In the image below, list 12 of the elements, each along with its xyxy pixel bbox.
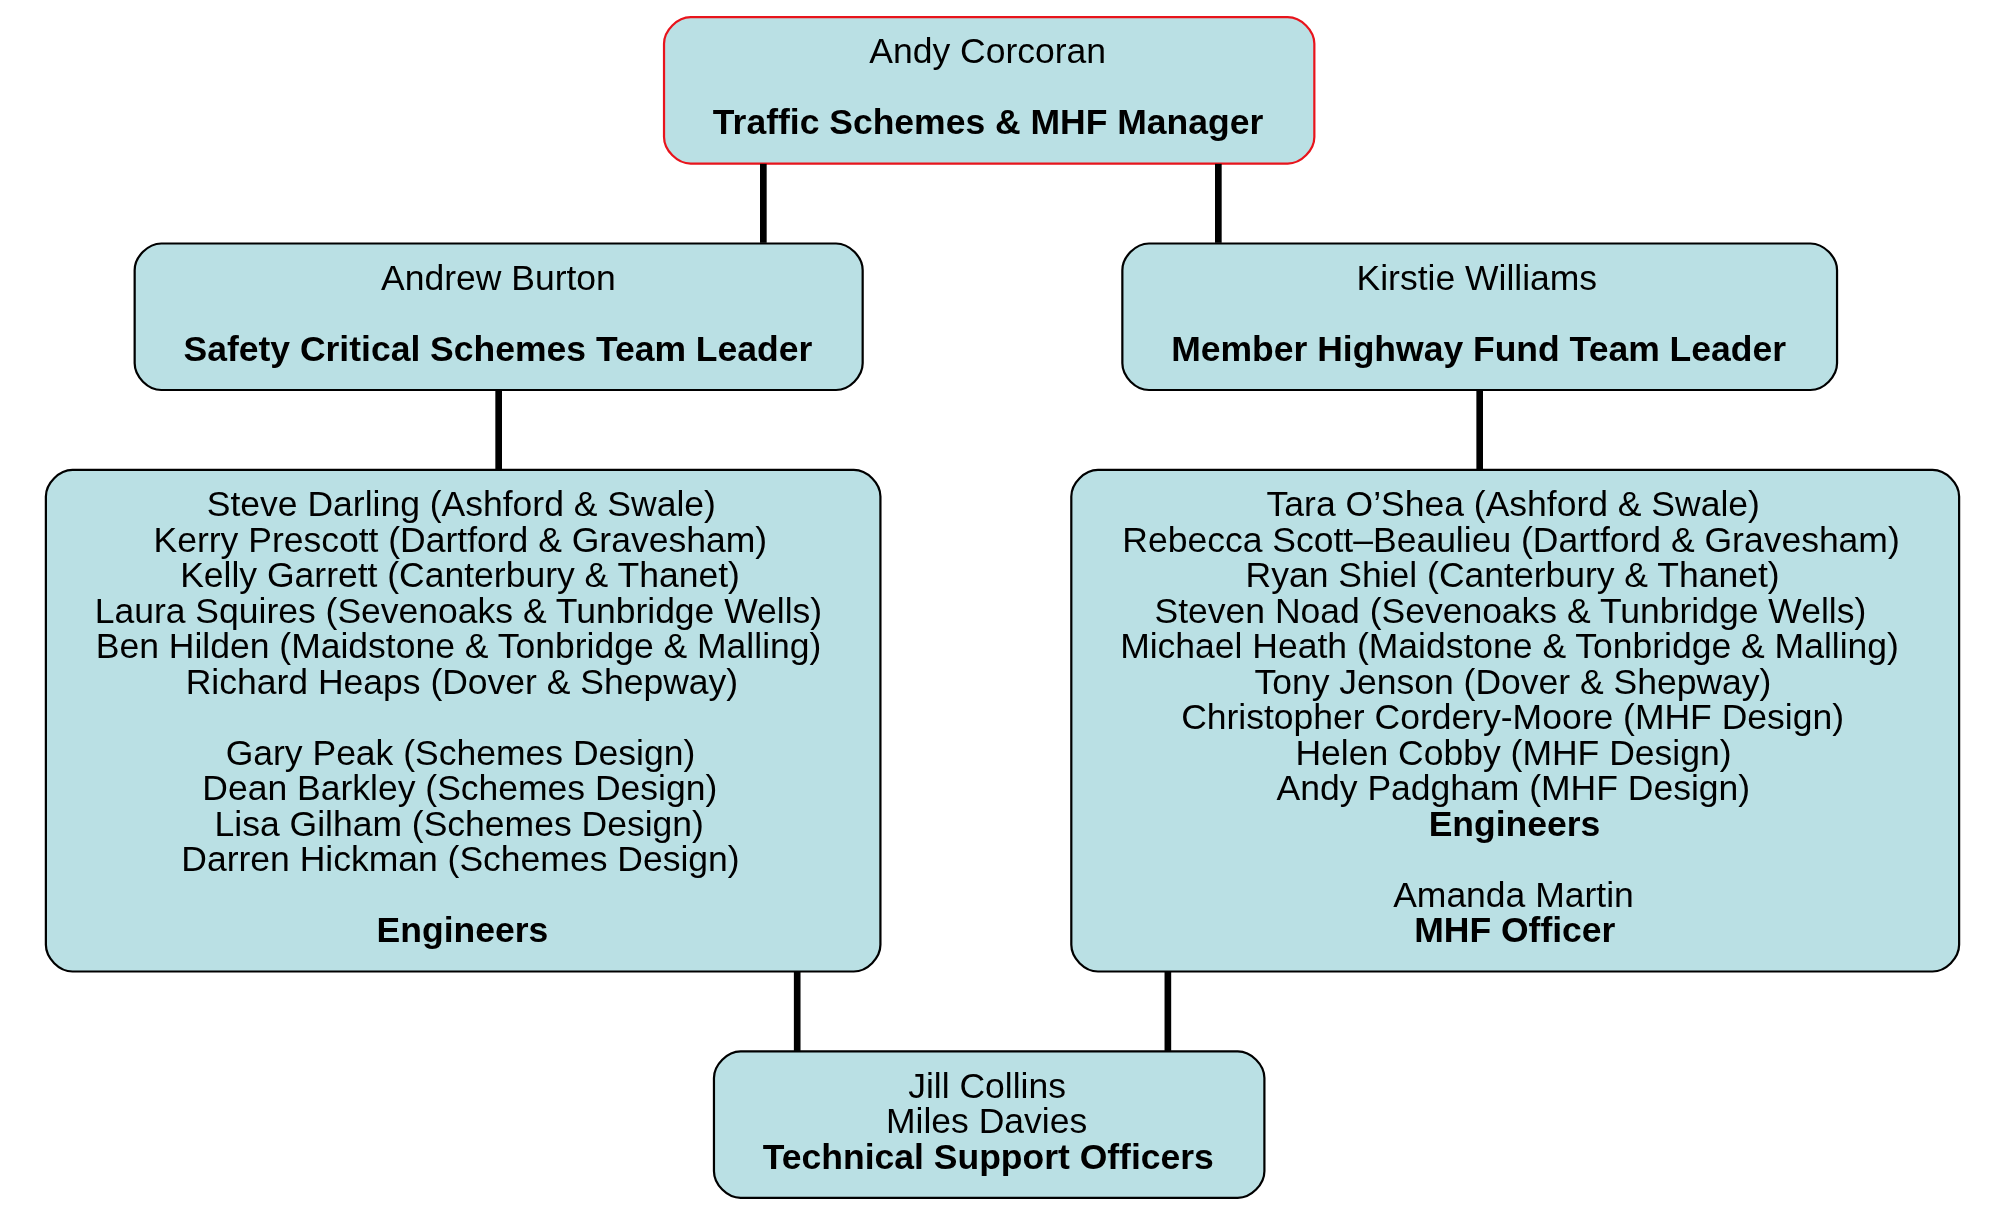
connector: [1475, 390, 1483, 470]
connector: [1164, 971, 1171, 1051]
node-box: Kirstie Williams Member Highway Fund Team Leader: [1120, 242, 1838, 392]
connector: [494, 390, 502, 470]
connector: [759, 163, 767, 243]
node-box: Tara O’Shea (Ashford & Swale) Rebecca Scott–Beaulieu (Dartford & Gravesham) Ryan Shiel (Canterbury & Thanet) Steven Noad (Sevenoaks & Tunbridge Wells) Michael Heath (Maidstone & Tonbridge & Malling) Tony Jenson (Dover & Shepway) Christopher Cordery-Moore (MHF Design) Helen Cobby (MHF Design) Andy Padgham (MHF Design) Engineers Amanda Martin MHF Officer: [1069, 468, 1960, 973]
connector: [1214, 163, 1222, 243]
connector: [793, 971, 801, 1051]
node-box: Steve Darling (Ashford & Swale) Kerry Prescott (Dartford & Gravesham) Kelly Garrett (Canterbury & Thanet) Laura Squires (Sevenoaks & Tunbridge Wells) Ben Hilden (Maidstone & Tonbridge & Malling) Richard Heaps (Dover & Shepway) Gary Peak (Schemes Design) Dean Barkley (Schemes Design) Lisa Gilham (Schemes Design) Darren Hickman (Schemes Design) Engineers: [44, 468, 882, 973]
node-box: Jill Collins Miles Davies Technical Support Officers: [712, 1050, 1265, 1199]
node-box: Andrew Burton Safety Critical Schemes Team Leader: [133, 242, 864, 392]
node-box: Andy Corcoran Traffic Schemes & MHF Manager: [662, 16, 1315, 165]
